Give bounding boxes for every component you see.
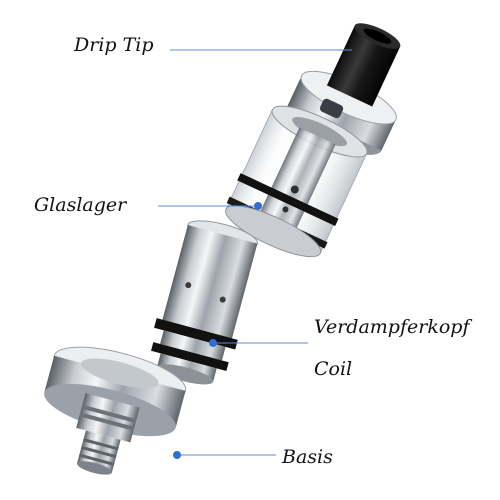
coil-part [151,220,258,385]
basis-label: Basis [282,446,333,468]
leader-lines [158,49,352,456]
marker-dot-basis [173,451,181,459]
marker-dots [173,202,262,459]
base-part [44,346,187,475]
glass-tank-part [225,105,368,258]
verdampferkopf-label: Verdampferkopf [314,316,470,338]
glaslager-label: Glaslager [34,194,127,216]
marker-dot-glaslager [254,202,262,210]
drip-tip-label: Drip Tip [74,34,154,56]
coil-label: Coil [314,358,353,380]
marker-dot-verdampferkopf [209,339,217,347]
